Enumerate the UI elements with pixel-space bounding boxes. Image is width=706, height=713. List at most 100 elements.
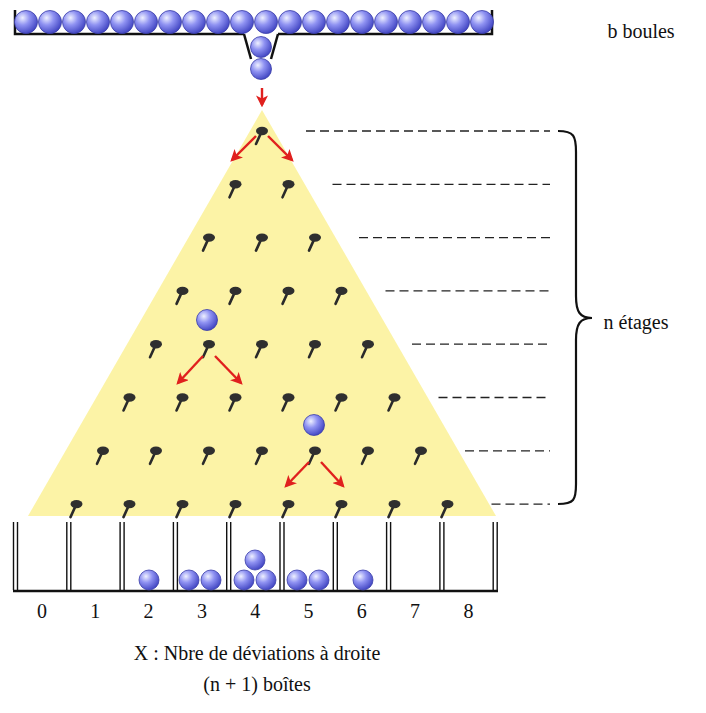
bin-number: 8 (463, 600, 473, 622)
peg-head (256, 340, 268, 348)
peg-head (256, 127, 268, 135)
peg (336, 393, 348, 410)
peg-head (389, 393, 401, 401)
peg (150, 340, 162, 357)
peg (283, 393, 295, 410)
ball (231, 11, 254, 34)
deviation-arrow (215, 356, 241, 383)
ball (255, 11, 278, 34)
peg (97, 447, 109, 464)
peg (415, 447, 427, 464)
peg-head (150, 447, 162, 455)
bin-wall (333, 522, 334, 590)
bin-wall (390, 522, 391, 590)
peg (177, 500, 189, 517)
ball (183, 11, 206, 34)
peg-head (230, 500, 242, 508)
peg-head (177, 393, 189, 401)
level-line (465, 450, 550, 451)
pegs (71, 127, 454, 517)
ball (423, 11, 446, 34)
peg-head (150, 340, 162, 348)
peg (150, 447, 162, 464)
bin-number: 1 (90, 600, 100, 622)
curly-brace (558, 131, 592, 504)
peg-head (71, 500, 83, 508)
peg (283, 500, 295, 517)
ball (111, 11, 134, 34)
level-line (439, 397, 551, 398)
peg-head (283, 500, 295, 508)
peg (389, 393, 401, 410)
caption-line: (n + 1) boîtes (203, 673, 310, 695)
deviation-arrow (268, 136, 292, 160)
bin-wall (386, 522, 387, 590)
peg-head (203, 340, 215, 348)
deviation-arrow (232, 136, 256, 160)
peg (283, 180, 295, 197)
trough-wall (278, 10, 492, 34)
peg (362, 447, 374, 464)
balls (15, 11, 494, 591)
deviation-arrow (178, 356, 203, 383)
bin-number: 6 (357, 600, 367, 622)
peg (203, 340, 215, 357)
peg-head (283, 287, 295, 295)
ball (197, 310, 218, 331)
peg-head (336, 393, 348, 401)
peg (124, 393, 136, 410)
peg-head (97, 447, 109, 455)
ball (309, 570, 329, 590)
peg-head (389, 500, 401, 508)
peg (362, 340, 374, 357)
bin-number: 3 (197, 600, 207, 622)
level-line (492, 503, 551, 504)
peg (71, 500, 83, 517)
peg-head (415, 447, 427, 455)
peg-head (124, 500, 136, 508)
peg (336, 287, 348, 304)
peg-head (283, 180, 295, 188)
deviation-arrow (261, 88, 263, 105)
peg-head (256, 233, 268, 241)
bin-floor (13, 590, 498, 593)
peg-head (256, 447, 268, 455)
ball (375, 11, 398, 34)
bin-wall (66, 522, 67, 590)
ball (63, 11, 86, 34)
ball (135, 11, 158, 34)
bin-number: 0 (37, 600, 47, 622)
ball (351, 11, 374, 34)
bin-wall (230, 522, 231, 590)
bin-wall (123, 522, 124, 590)
bin-wall (13, 522, 14, 590)
peg-head (283, 393, 295, 401)
deviation-arrows (178, 88, 343, 486)
ball (245, 550, 265, 570)
peg-head (177, 287, 189, 295)
peg (309, 340, 321, 357)
trough-wall (15, 10, 244, 34)
ball (447, 11, 470, 34)
ball (139, 570, 159, 590)
level-line (306, 130, 550, 131)
ball (399, 11, 422, 34)
bin-number: 7 (410, 600, 420, 622)
level-line (359, 237, 550, 238)
peg-head (203, 447, 215, 455)
bin-wall (119, 522, 120, 590)
peg (442, 500, 454, 517)
peg (389, 500, 401, 517)
peg (230, 500, 242, 517)
ball (327, 11, 350, 34)
ball (304, 415, 325, 436)
peg-head (309, 340, 321, 348)
peg (309, 233, 321, 250)
bin-wall (337, 522, 338, 590)
ball (279, 11, 302, 34)
bin-wall (70, 522, 71, 590)
peg-head (362, 340, 374, 348)
peg (309, 447, 321, 464)
peg-head (442, 500, 454, 508)
peg (177, 287, 189, 304)
